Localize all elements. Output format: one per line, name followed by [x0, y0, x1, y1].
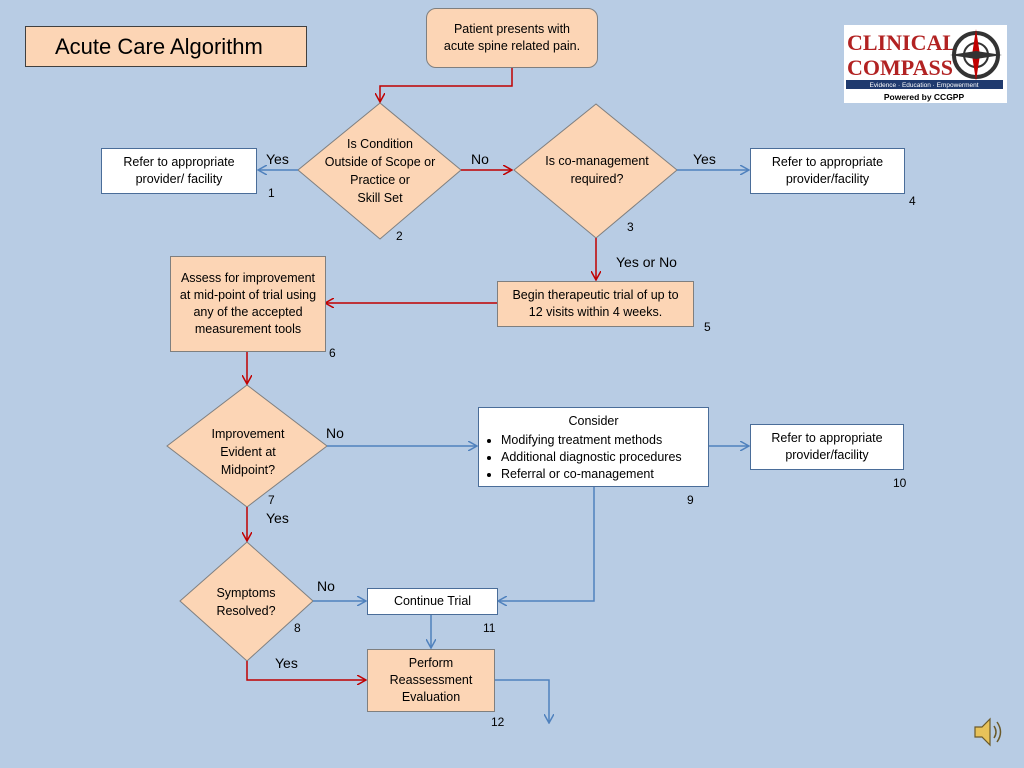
- arrow-start-to-2: [380, 68, 513, 101]
- node-11-text: Continue Trial: [393, 594, 472, 608]
- edge-label-yes: Yes: [693, 151, 716, 167]
- arrow-12-out: [495, 679, 549, 722]
- node-2-line-4: Skill Set: [357, 191, 403, 205]
- decision-2-shape: [297, 102, 462, 240]
- step-number-2: 2: [396, 229, 403, 243]
- node-12-reassess: Perform Reassessment Evaluation: [367, 649, 495, 712]
- node-5-text: Begin therapeutic trial of up to 12 visi…: [512, 288, 679, 319]
- start-node: Patient presents with acute spine relate…: [426, 8, 598, 68]
- arrow-9-to-11: [499, 487, 595, 601]
- node-3-line-2: required?: [570, 172, 624, 186]
- node-9-item: Additional diagnostic procedures: [501, 449, 700, 466]
- step-number-5: 5: [704, 320, 711, 334]
- node-6-text: Assess for improvement at mid-point of t…: [179, 271, 317, 336]
- node-2-text: Is Condition Outside of Scope or Practic…: [312, 134, 448, 208]
- node-8-line-1: Symptoms: [216, 586, 276, 600]
- node-11-continue-trial: Continue Trial: [367, 588, 498, 615]
- logo-word-1: CLINICAL: [847, 30, 957, 55]
- node-4-refer: Refer to appropriate provider/facility: [750, 148, 905, 194]
- node-5-trial: Begin therapeutic trial of up to 12 visi…: [497, 281, 694, 327]
- step-number-7: 7: [268, 493, 275, 507]
- page-title-text: Acute Care Algorithm: [55, 33, 263, 59]
- speaker-icon[interactable]: [972, 714, 1006, 750]
- edge-label-no: No: [471, 151, 489, 167]
- node-7-line-3: Midpoint?: [220, 463, 276, 477]
- step-number-4: 4: [909, 194, 916, 208]
- edge-label-yes: Yes: [266, 510, 289, 526]
- node-9-item: Referral or co-management: [501, 466, 700, 483]
- start-node-text: Patient presents with acute spine relate…: [443, 22, 581, 53]
- node-3-line-1: Is co-management: [545, 154, 649, 168]
- logo-tagline: Evidence · Education · Empowerment: [869, 82, 978, 89]
- step-number-11: 11: [483, 621, 496, 635]
- node-8-line-2: Resolved?: [216, 604, 276, 618]
- node-9-consider: Consider Modifying treatment methods Add…: [478, 407, 709, 487]
- step-number-1: 1: [268, 186, 275, 200]
- node-4-text: Refer to appropriate provider/facility: [771, 155, 884, 186]
- step-number-12: 12: [491, 715, 505, 729]
- edge-label-yes: Yes: [266, 151, 289, 167]
- compass-icon: [950, 29, 1002, 81]
- step-number-8: 8: [294, 621, 301, 635]
- clinical-compass-logo: CLINICAL COMPASS Evidence · Education · …: [844, 25, 1007, 103]
- node-6-assess: Assess for improvement at mid-point of t…: [170, 256, 326, 352]
- node-8-text: Symptoms Resolved?: [200, 583, 292, 621]
- step-number-9: 9: [687, 493, 694, 507]
- node-9-title: Consider: [568, 414, 619, 428]
- edge-label-no: No: [326, 425, 344, 441]
- node-1-text: Refer to appropriate provider/ facility: [123, 155, 235, 186]
- node-2-line-3: Practice or: [350, 173, 410, 187]
- step-number-6: 6: [329, 346, 336, 360]
- step-number-3: 3: [627, 220, 634, 234]
- node-9-item: Modifying treatment methods: [501, 432, 700, 449]
- edge-label-yes-or-no: Yes or No: [616, 254, 677, 270]
- node-7-line-1: Improvement: [211, 427, 285, 441]
- node-10-text: Refer to appropriate provider/facility: [771, 431, 883, 462]
- node-9-list: Modifying treatment methods Additional d…: [487, 432, 700, 483]
- node-1-refer: Refer to appropriate provider/ facility: [101, 148, 257, 194]
- logo-powered-by: Powered by CCGPP: [884, 92, 965, 102]
- node-3-text: Is co-management required?: [530, 150, 664, 190]
- logo-word-2: COMPASS: [847, 55, 953, 80]
- step-number-10: 10: [893, 476, 907, 490]
- arrow-8-to-12: [246, 661, 365, 680]
- edge-label-no: No: [317, 578, 335, 594]
- node-10-refer: Refer to appropriate provider/facility: [750, 424, 904, 470]
- node-12-text: Perform Reassessment Evaluation: [389, 656, 473, 704]
- node-2-line-2: Outside of Scope or: [324, 155, 436, 169]
- page-title: Acute Care Algorithm: [25, 26, 307, 67]
- node-7-line-2: Evident at: [220, 445, 276, 459]
- node-2-line-1: Is Condition: [346, 137, 413, 151]
- edge-label-yes: Yes: [275, 655, 298, 671]
- node-7-text: Improvement Evident at Midpoint?: [190, 424, 306, 480]
